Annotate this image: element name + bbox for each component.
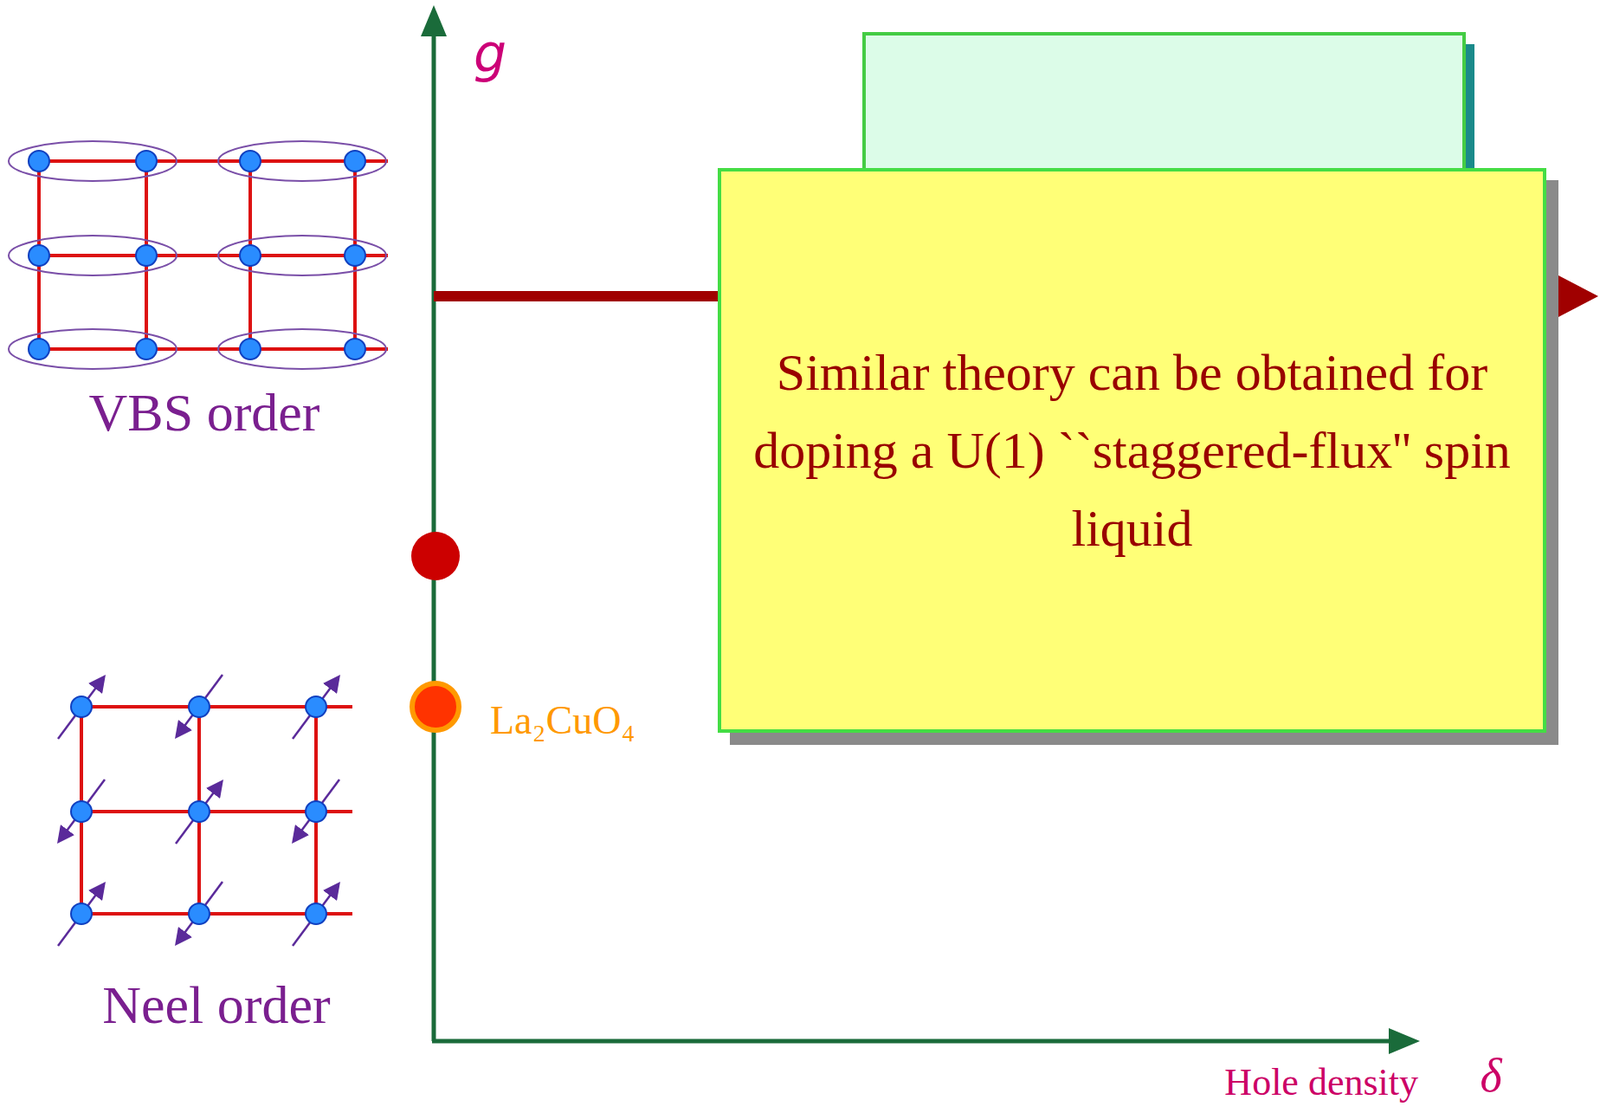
vbs-lattice [8, 141, 388, 369]
note-box: Similar theory can be obtained for dopin… [717, 167, 1547, 733]
phase-label: VBS order [89, 381, 321, 444]
material-point [412, 683, 459, 730]
neel-lattice [58, 674, 353, 946]
axis-label: Hole density [1224, 1060, 1419, 1105]
axis-symbol: δ [1479, 1048, 1502, 1103]
critical-point [411, 531, 460, 581]
delta-axis [432, 1038, 1391, 1044]
note-text: Similar theory can be obtained for dopin… [751, 333, 1514, 568]
axis-label: g [473, 24, 507, 84]
axis-arrowhead [1388, 1027, 1420, 1054]
phase-arrowhead [1558, 275, 1599, 317]
axis-arrowhead [420, 5, 447, 37]
material-label: La₂CuO₄ [490, 697, 636, 744]
phase-label: Neel order [102, 974, 330, 1036]
